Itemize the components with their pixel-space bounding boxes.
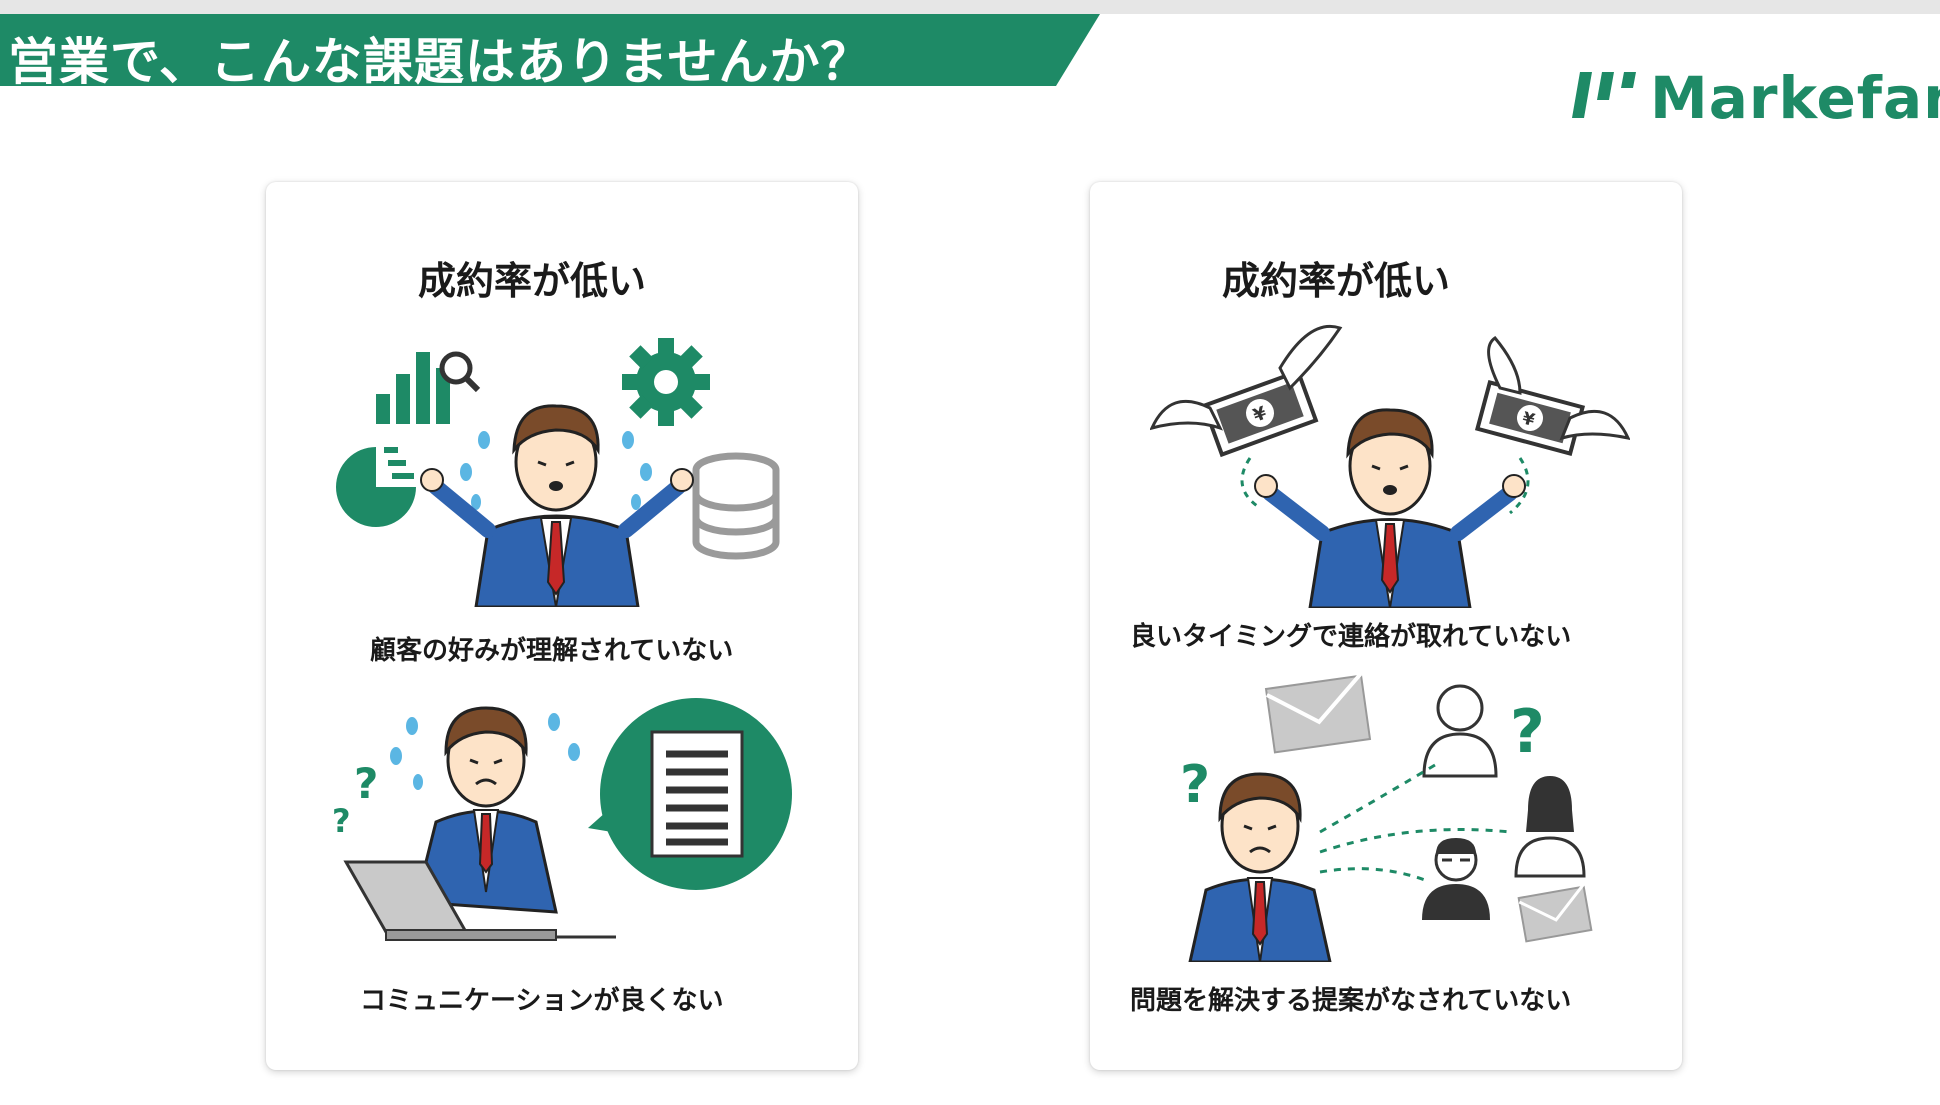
svg-text:?: ? bbox=[1510, 697, 1545, 767]
header-banner bbox=[0, 14, 1100, 86]
salesman-flying-money-icon: ¥ ¥ bbox=[1150, 324, 1630, 608]
svg-text:¥: ¥ bbox=[1520, 408, 1537, 430]
confused-salesman-data-icon bbox=[336, 338, 780, 607]
card-title: 成約率が低い bbox=[417, 259, 646, 303]
brand-logo: Markefan bbox=[1572, 62, 1940, 132]
caption-timing: 良いタイミングで連絡が取れていない bbox=[1130, 622, 1572, 652]
caption-customer-preference: 顧客の好みが理解されていない bbox=[370, 636, 734, 666]
markefan-logo-icon bbox=[1572, 72, 1636, 118]
svg-text:?: ? bbox=[1180, 755, 1210, 815]
issue-card-left: 成約率が低い bbox=[266, 182, 858, 1070]
caption-proposal: 問題を解決する提案がなされていない bbox=[1130, 986, 1572, 1016]
svg-text:?: ? bbox=[354, 759, 378, 808]
confused-salesman-laptop-icon: ? ? bbox=[332, 698, 792, 941]
logo-text: Markefan bbox=[1650, 64, 1940, 132]
caption-communication: コミュニケーションが良くない bbox=[360, 986, 724, 1016]
issue-card-right: 成約率が低い ¥ ¥ 良 bbox=[1090, 182, 1682, 1070]
top-border bbox=[0, 0, 1940, 14]
salesman-contacts-icon: ? ? bbox=[1180, 672, 1593, 962]
card-title: 成約率が低い bbox=[1221, 259, 1450, 303]
svg-text:?: ? bbox=[332, 802, 351, 840]
page-title: 営業で、こんな課題はありませんか？ bbox=[8, 33, 872, 91]
